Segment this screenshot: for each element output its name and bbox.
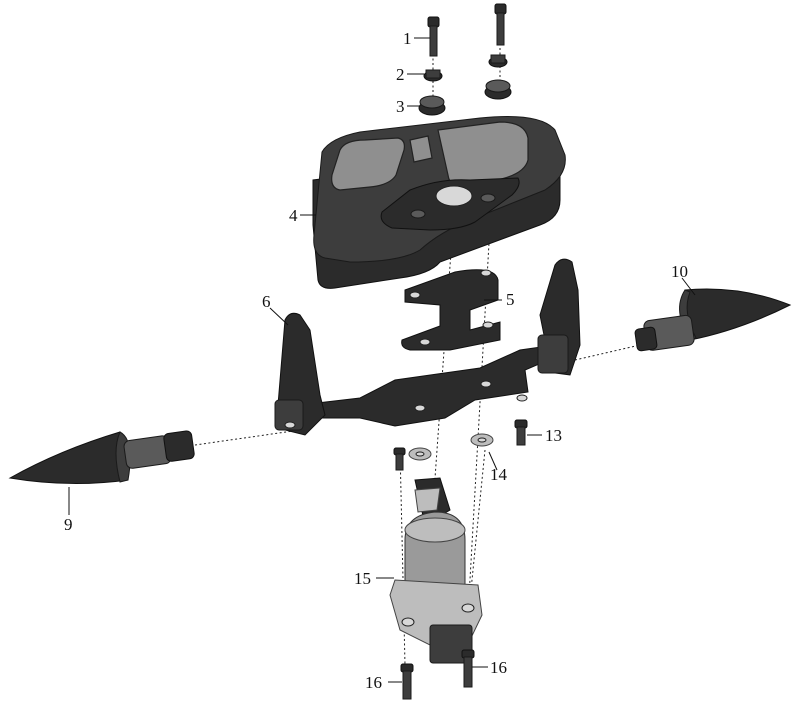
callout-10: 10 bbox=[671, 262, 688, 281]
part-10-right-turn-signal bbox=[634, 288, 792, 352]
part-3-grommets bbox=[418, 79, 512, 116]
part-5-bracket bbox=[401, 269, 501, 351]
part-9-left-turn-signal bbox=[8, 430, 195, 485]
part-16-bottom-bolts bbox=[400, 649, 475, 700]
right-bracket bbox=[537, 258, 581, 376]
callout-labels: 1 2 3 4 5 6 9 10 13 14 15 16 16 bbox=[64, 29, 688, 692]
part-15-ignition-switch bbox=[389, 477, 483, 664]
callout-leaders bbox=[68, 37, 696, 683]
part-6-left-bracket bbox=[274, 312, 326, 436]
part-14-washers bbox=[408, 433, 494, 461]
callout-16-right: 16 bbox=[490, 658, 507, 677]
small-screw bbox=[393, 447, 406, 471]
crossbar-plate bbox=[299, 344, 561, 427]
callout-6: 6 bbox=[262, 292, 271, 311]
part-13-screw bbox=[514, 419, 528, 446]
part-4-instrument-housing bbox=[312, 116, 566, 289]
callout-13: 13 bbox=[545, 426, 562, 445]
callout-5: 5 bbox=[506, 290, 515, 309]
callout-1: 1 bbox=[403, 29, 412, 48]
callout-3: 3 bbox=[396, 97, 405, 116]
part-1-bolts bbox=[427, 3, 507, 57]
callout-2: 2 bbox=[396, 65, 405, 84]
part-2-collars bbox=[423, 54, 508, 82]
callout-14: 14 bbox=[490, 465, 508, 484]
callout-4: 4 bbox=[289, 206, 298, 225]
callout-15: 15 bbox=[354, 569, 371, 588]
callout-9: 9 bbox=[64, 515, 73, 534]
callout-16-left: 16 bbox=[365, 673, 382, 692]
